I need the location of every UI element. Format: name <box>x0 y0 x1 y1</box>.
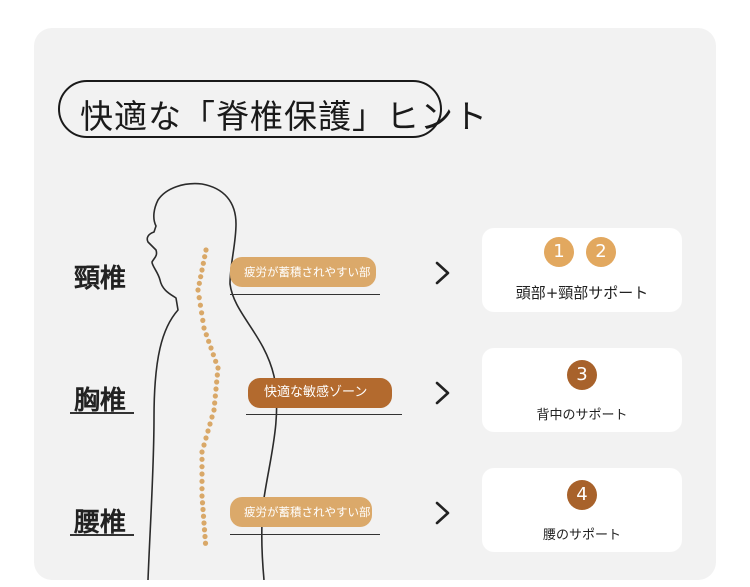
card-text-lumbar: 腰のサポート <box>542 528 621 543</box>
spine-dot <box>199 471 205 477</box>
spine-dot <box>212 400 218 406</box>
spine-dot <box>210 352 216 358</box>
tag-lumbar: 疲労が蓄積されやすい部 <box>230 497 372 527</box>
spine-dot <box>212 393 218 399</box>
tag-underline-lumbar <box>230 534 380 535</box>
spine-dot <box>201 520 207 526</box>
spine-dot <box>203 332 209 338</box>
spine-dot <box>213 386 219 392</box>
infographic-panel: 快適な「脊椎保護」ヒント 頸椎 疲労が蓄積されやすい部 1 2 頭部+頸部サポー… <box>34 28 716 580</box>
spine-dot <box>200 506 206 513</box>
spine-dot <box>208 345 214 351</box>
spine-dot <box>214 372 220 378</box>
spine-dot <box>203 435 209 441</box>
spine-dot <box>197 302 203 308</box>
tag-cervical: 疲労が蓄積されやすい部 <box>230 257 376 287</box>
spine-dot <box>199 449 205 455</box>
body-silhouette-icon <box>146 182 278 580</box>
badge-1: 1 <box>544 237 574 267</box>
spine-dot <box>201 325 207 331</box>
spine-dots <box>195 247 221 546</box>
label-underline-lumbar <box>70 534 134 536</box>
card-thoracic: 3 背中のサポート <box>482 348 682 432</box>
page-title: 快適な「脊椎保護」ヒント <box>80 97 488 136</box>
spine-dot <box>215 365 221 371</box>
card-cervical: 1 2 頭部+頸部サポート <box>482 228 682 312</box>
title-outline <box>58 80 442 138</box>
spine-dot <box>205 428 211 434</box>
spine-dot <box>202 254 208 260</box>
tag-underline-cervical <box>230 294 380 295</box>
spine-dot <box>199 486 205 492</box>
label-lumbar: 腰椎 <box>74 508 127 538</box>
chevron-right-icon <box>435 381 450 405</box>
spine-dot <box>206 338 212 344</box>
spine-dot <box>196 295 202 301</box>
spine-dot <box>199 500 206 506</box>
spine-dot <box>199 464 205 470</box>
spine-dot <box>201 527 208 533</box>
spine-dot <box>207 421 213 427</box>
spine-dot <box>199 478 205 484</box>
tag-underline-thoracic <box>246 414 402 415</box>
spine-dot <box>196 280 202 286</box>
spine-dot <box>214 379 220 385</box>
card-lumbar: 4 腰のサポート <box>482 468 682 552</box>
spine-dot <box>199 493 205 499</box>
spine-dot <box>202 533 208 540</box>
spine-dot <box>199 267 205 273</box>
spine-dot <box>213 358 219 364</box>
badge-4: 4 <box>567 480 597 510</box>
spine-dot <box>200 317 206 323</box>
spine-dot <box>202 540 209 546</box>
label-cervical: 頸椎 <box>74 264 127 294</box>
spine-dot <box>201 442 207 448</box>
badge-3: 3 <box>567 360 597 390</box>
card-text-thoracic: 背中のサポート <box>536 408 628 423</box>
spine-dot <box>203 247 209 253</box>
spine-dot <box>199 310 205 316</box>
spine-dot <box>200 513 207 519</box>
card-text-cervical: 頭部+頸部サポート <box>515 284 649 302</box>
spine-dot <box>199 456 205 462</box>
tag-thoracic: 快適な敏感ゾーン <box>248 378 392 408</box>
label-thoracic: 胸椎 <box>74 386 127 416</box>
chevron-right-icon <box>435 261 450 285</box>
label-underline-thoracic <box>70 412 134 414</box>
chevron-right-icon <box>435 501 450 525</box>
spine-dot <box>198 274 204 280</box>
spine-dot <box>200 260 206 266</box>
spine-dot <box>211 407 217 413</box>
spine-dot <box>195 287 201 293</box>
spine-dot <box>209 414 215 420</box>
badge-2: 2 <box>586 237 616 267</box>
